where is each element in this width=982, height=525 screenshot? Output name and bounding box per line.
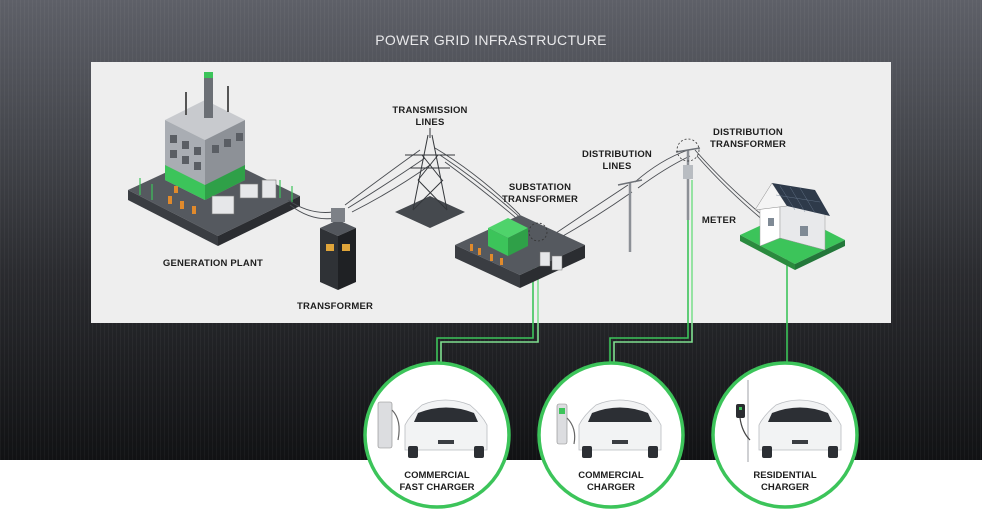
label-distribution-lines: DISTRIBUTION LINES — [582, 149, 652, 172]
feed-lines — [436, 180, 788, 362]
label-transmission-lines: TRANSMISSION LINES — [392, 105, 468, 128]
label-generation-plant: GENERATION PLANT — [162, 258, 264, 269]
generation-plant-icon — [128, 72, 300, 246]
feed-line-commercial — [609, 180, 689, 362]
diagram-title: POWER GRID INFRASTRUCTURE — [375, 32, 607, 48]
distribution-transformer-icon — [683, 165, 693, 179]
label-commercial-fast-charger: COMMERCIAL FAST CHARGER — [399, 470, 475, 493]
label-transformer: TRANSFORMER — [296, 301, 374, 312]
feed-line-fast — [436, 255, 534, 362]
transformer-icon — [320, 208, 356, 290]
label-distribution-transformer: DISTRIBUTION TRANSFORMER — [709, 127, 787, 150]
house-icon — [740, 182, 845, 270]
car-fast-icon — [404, 399, 488, 458]
car-commercial-icon — [578, 399, 662, 458]
label-meter: METER — [701, 215, 737, 226]
label-substation-transformer: SUBSTATION TRANSFORMER — [501, 182, 579, 205]
label-commercial-charger: COMMERCIAL CHARGER — [578, 470, 644, 493]
distribution-pole-icon — [628, 150, 690, 252]
car-residential-icon — [758, 399, 842, 458]
label-residential-charger: RESIDENTIAL CHARGER — [753, 470, 817, 493]
transmission-tower-icon — [395, 128, 465, 228]
substation-icon — [455, 215, 585, 288]
